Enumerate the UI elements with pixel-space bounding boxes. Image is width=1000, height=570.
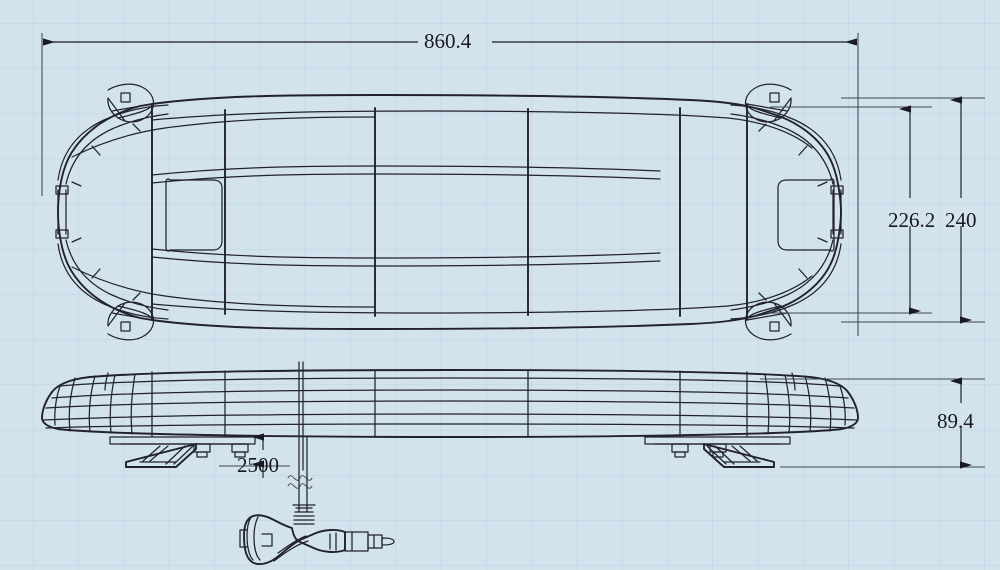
top-view-section-dividers [151,103,748,321]
dimension-label-inner-width: 226.2 [888,208,936,232]
side-view-section-dividers [151,369,748,438]
dimension-inner-width [770,105,932,315]
dimension-overall-width [841,96,985,324]
dimension-label-overall-length: 860.4 [424,29,472,53]
side-view-left-end-facets [54,372,136,435]
dimension-cable-length [219,433,290,478]
top-view-left-end-contours [55,83,169,341]
dimension-overall-length [41,33,859,336]
side-view-body-lines [42,377,858,429]
side-view-left-mounting-foot [125,443,197,468]
top-view-longitudinal-bands [71,110,813,314]
top-view-outer-shell [57,94,842,330]
side-view-right-end-facets [764,372,846,435]
side-view-base-rail [109,436,791,445]
power-plug [239,514,395,566]
side-view [41,361,859,566]
side-view-right-mounting-foot [703,443,775,468]
top-view-lamp-modules [165,178,835,252]
power-cable [287,361,313,513]
top-view [55,83,844,341]
dimension-label-overall-height: 89.4 [937,409,974,433]
dimension-label-overall-width: 240 [945,208,977,232]
dimension-label-cable-length: 2500 [237,453,279,477]
cable-strain-relief [292,504,316,525]
dimension-overall-height [760,377,985,469]
